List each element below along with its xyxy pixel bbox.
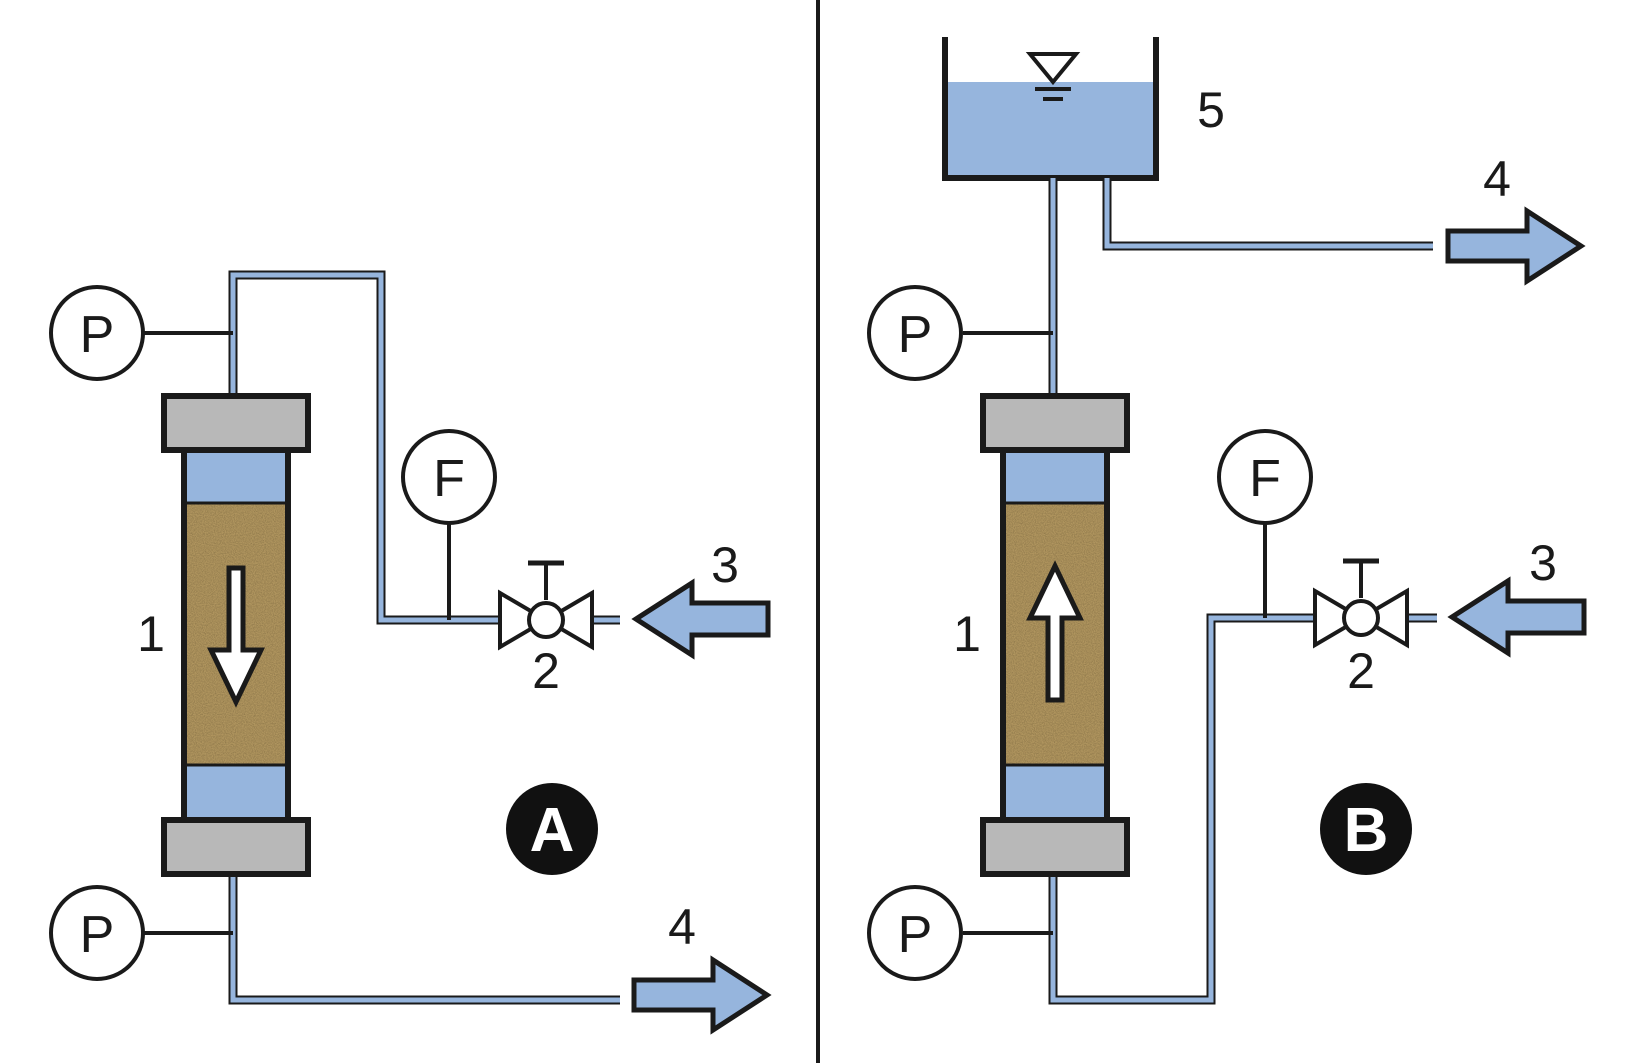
pressure-gauge-icon [867, 285, 963, 381]
flow-meter-icon [401, 429, 497, 525]
flow-meter-a: F [401, 429, 497, 620]
panel-badge-a: A [506, 783, 598, 875]
label-outlet: 4 [1483, 151, 1511, 207]
sand-column-a [161, 393, 311, 877]
flow-meter-label: F [433, 450, 465, 508]
outlet-arrow-b [1445, 206, 1586, 286]
pressure-gauge-label: P [898, 906, 933, 964]
pressure-gauge-label: P [80, 306, 115, 364]
tank-water [945, 82, 1156, 178]
flow-down-arrow [207, 565, 265, 708]
badge-letter: A [530, 796, 575, 865]
inlet-arrow-a [631, 578, 771, 660]
bottom-cap-b [980, 817, 1130, 877]
valve-a [498, 560, 594, 651]
label-tank: 5 [1197, 82, 1225, 138]
valve-icon [1313, 558, 1409, 649]
bottom-cap-a [161, 817, 311, 877]
water-level-icon [1025, 52, 1081, 101]
flow-meter-b: F [1217, 429, 1313, 618]
pipe-network-b [1048, 178, 1437, 1005]
label-valve: 2 [1347, 643, 1375, 699]
label-outlet: 4 [668, 899, 696, 955]
outlet-arrow-a [631, 955, 772, 1035]
flow-meter-label: F [1249, 450, 1281, 508]
panel-badge-b: B [1320, 783, 1412, 875]
pressure-gauge-label: P [898, 306, 933, 364]
label-column: 1 [137, 606, 165, 662]
label-column: 1 [953, 606, 981, 662]
sand-column-b [980, 393, 1130, 877]
pressure-gauge-icon [49, 885, 145, 981]
flow-up-arrow [1026, 560, 1084, 703]
pressure-gauge-icon [867, 885, 963, 981]
label-valve: 2 [532, 643, 560, 699]
valve-b [1313, 558, 1409, 649]
label-inlet: 3 [1529, 535, 1557, 591]
panel-a: P P F 1 2 [49, 270, 772, 1035]
badge-letter: B [1344, 796, 1389, 865]
top-cap-a [161, 393, 311, 453]
pipe-network-a [228, 270, 620, 1005]
pressure-gauge-label: P [80, 906, 115, 964]
pressure-gauge-bottom-b: P [867, 885, 1053, 981]
pressure-gauge-top-a: P [49, 285, 233, 381]
inlet-arrow-b [1447, 576, 1587, 658]
label-inlet: 3 [711, 537, 739, 593]
panel-b: P P F 1 2 [867, 37, 1587, 1005]
top-cap-b [980, 393, 1130, 453]
flow-meter-icon [1217, 429, 1313, 525]
pressure-gauge-icon [49, 285, 145, 381]
pressure-gauge-top-b: P [867, 285, 1053, 381]
water-tank [942, 37, 1159, 181]
valve-icon [498, 560, 594, 651]
pressure-gauge-bottom-a: P [49, 885, 233, 981]
